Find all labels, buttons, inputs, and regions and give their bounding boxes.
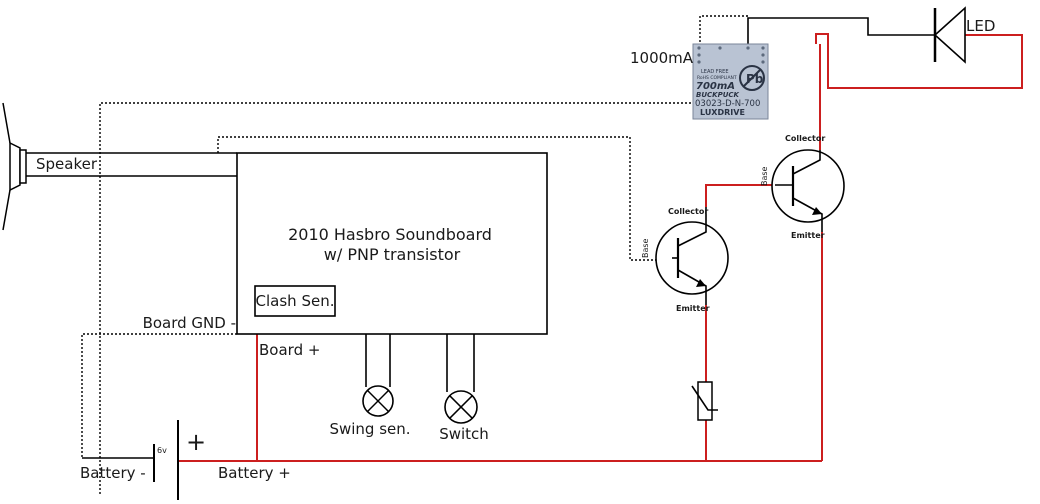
battery-voltage-label: 6v xyxy=(157,446,167,455)
q1-collector-label: Collector xyxy=(668,207,708,216)
switch-label: Switch xyxy=(439,425,489,443)
q1-emitter-label: Emitter xyxy=(676,304,710,313)
transistor-q2 xyxy=(771,149,845,232)
variable-resistor-icon xyxy=(691,381,718,421)
battery-plus-label: Battery + xyxy=(218,464,291,482)
led-icon xyxy=(933,6,966,64)
dotted-wire-board-to-base1 xyxy=(217,136,672,261)
wire-buckpuck-to-led xyxy=(747,17,935,44)
swing-sensor-icon xyxy=(362,385,394,417)
buckpuck-pb-mark: Pb xyxy=(746,72,764,86)
led-label: LED xyxy=(966,17,995,35)
q2-base-label: Base xyxy=(760,166,769,186)
red-wire-base-link xyxy=(705,184,775,207)
dotted-wire-board-gnd xyxy=(81,333,237,458)
buckpuck-rating: 700mA xyxy=(696,81,735,92)
buckpuck-brand: LUXDRIVE xyxy=(700,108,745,117)
soundboard-title-line2: w/ PNP transistor xyxy=(324,245,461,264)
current-rating-label: 1000mA xyxy=(630,49,694,67)
q1-base-label: Base xyxy=(641,238,650,258)
buckpuck-part-number: 03023-D-N-700 xyxy=(695,99,760,109)
swing-sensor-label: Swing sen. xyxy=(329,420,410,438)
clash-sensor-box xyxy=(254,285,336,317)
q2-collector-label: Collector xyxy=(785,134,825,143)
soundboard-title-line1: 2010 Hasbro Soundboard xyxy=(288,225,492,244)
battery-plus-sign: + xyxy=(186,428,206,456)
buckpuck-driver xyxy=(692,43,769,120)
transistor-q1 xyxy=(655,207,729,305)
q2-emitter-label: Emitter xyxy=(791,231,825,240)
battery-minus-label: Battery - xyxy=(80,464,146,482)
board-gnd-label: Board GND - xyxy=(143,314,236,332)
red-wire-led-loop xyxy=(815,33,1023,89)
buckpuck-name: BUCKPUCK xyxy=(696,91,740,99)
speaker-label: Speaker xyxy=(36,155,98,173)
speaker-icon xyxy=(2,102,27,231)
board-plus-label: Board + xyxy=(259,341,320,359)
switch-icon xyxy=(444,390,478,424)
clash-sensor-label: Clash Sen. xyxy=(256,292,335,310)
buckpuck-rohs: RoHS COMPLIANT xyxy=(697,75,737,81)
dotted-wire-speaker-to-buckpuck xyxy=(99,15,746,494)
buckpuck-lead-free: LEAD FREE xyxy=(701,69,728,75)
